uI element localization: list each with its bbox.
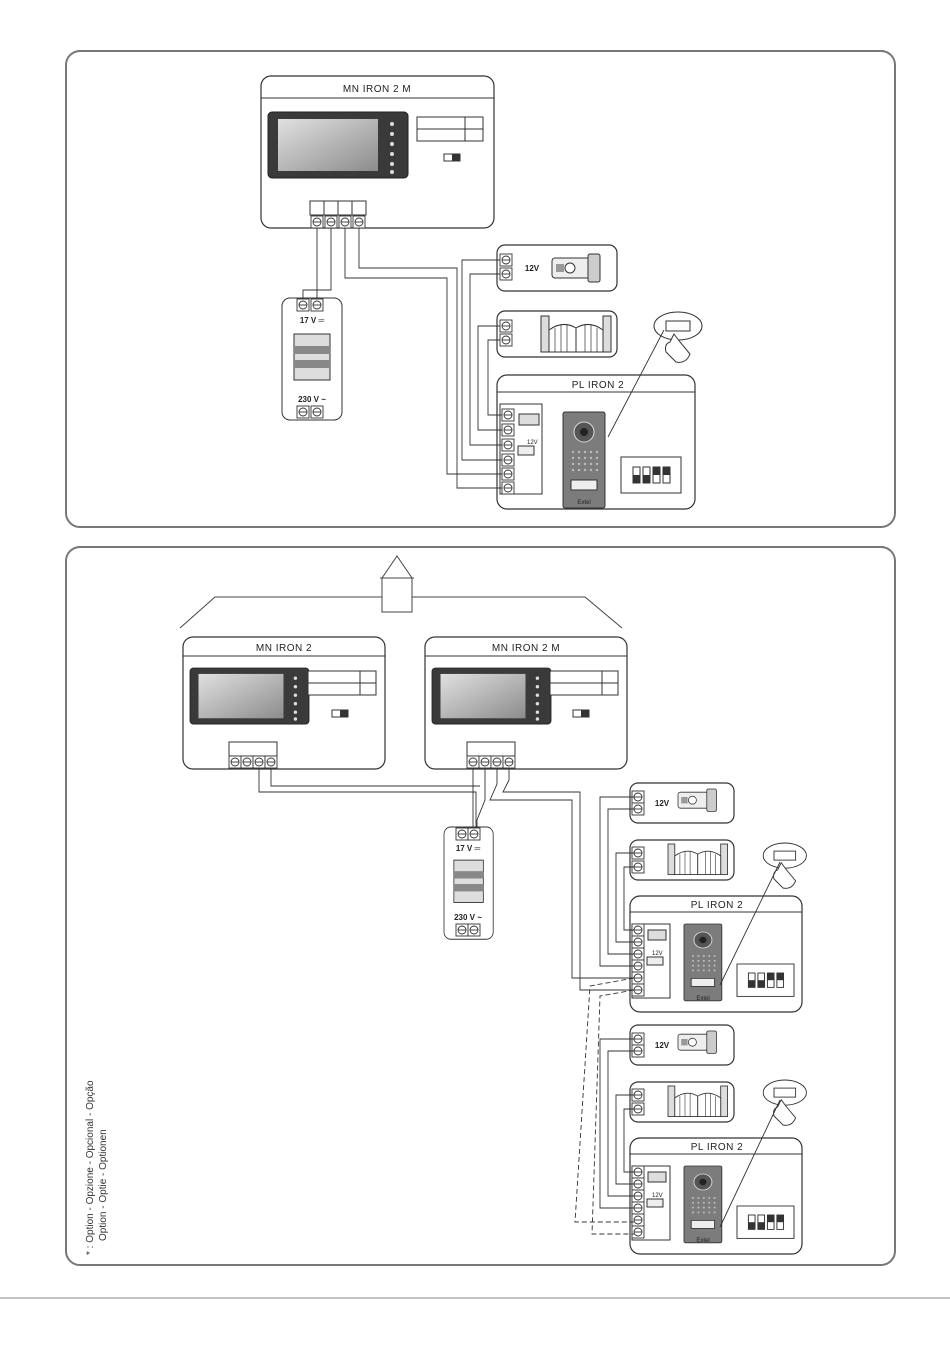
gate-motor-1: [630, 840, 734, 880]
monitor-b-label: MN IRON 2 M: [492, 643, 560, 654]
power-supply: 17 V ═ 230 V ~: [282, 298, 342, 420]
panel-label: PL IRON 2: [572, 380, 624, 391]
panel-1-label: PL IRON 2: [691, 900, 743, 911]
lock-label: 12V: [525, 264, 540, 273]
monitor-label: MN IRON 2 M: [343, 84, 411, 95]
power-supply: 17 V ═ 230 V ~: [444, 827, 493, 939]
monitor-mn-iron-2-m: MN IRON 2 M: [261, 76, 494, 228]
electric-lock-1: 12V: [630, 783, 734, 823]
door-panel-pl-iron-2-2: PL IRON 2 12V Extel: [630, 1100, 802, 1254]
panel-brand: Extel: [696, 1238, 709, 1244]
hand-button-icon: [763, 1080, 806, 1125]
hand-button-icon: [763, 843, 806, 888]
psu-input-label: 230 V ~: [298, 395, 326, 404]
monitor-mn-iron-2-m: MN IRON 2 M: [425, 637, 627, 769]
footnote-line-2: Option - Optie - Optionen: [97, 1055, 110, 1255]
gate-motor: [497, 311, 617, 357]
hand-button-icon: [654, 312, 702, 362]
door-panel-pl-iron-2-1: PL IRON 2 12V Extel: [630, 862, 802, 1012]
panel-brand: Extel: [696, 996, 709, 1002]
lock-1-label: 12V: [655, 799, 670, 808]
panel-2-label: PL IRON 2: [691, 1142, 743, 1153]
panel-1-lock-label: 12V: [652, 951, 663, 957]
monitor-a-label: MN IRON 2: [256, 643, 312, 654]
house-icon: [382, 556, 412, 612]
panel-lock-label: 12V: [527, 440, 538, 446]
lock-2-label: 12V: [655, 1041, 670, 1050]
footnote-line-1: * : Option - Opzione - Opcional - Opção: [84, 1055, 97, 1255]
gate-motor-2: [630, 1082, 734, 1122]
electric-lock-2: 12V: [630, 1025, 734, 1065]
footnote: * : Option - Opzione - Opcional - Opção …: [84, 1055, 110, 1255]
electric-lock: 12V: [497, 245, 617, 291]
panel-2-lock-label: 12V: [652, 1193, 663, 1199]
psu-output-label: 17 V ═: [300, 316, 325, 325]
psu-input-label: 230 V ~: [454, 913, 482, 922]
panel-brand: Extel: [577, 500, 590, 506]
monitor-mn-iron-2: MN IRON 2: [183, 637, 385, 769]
psu-output-label: 17 V ═: [456, 844, 481, 853]
